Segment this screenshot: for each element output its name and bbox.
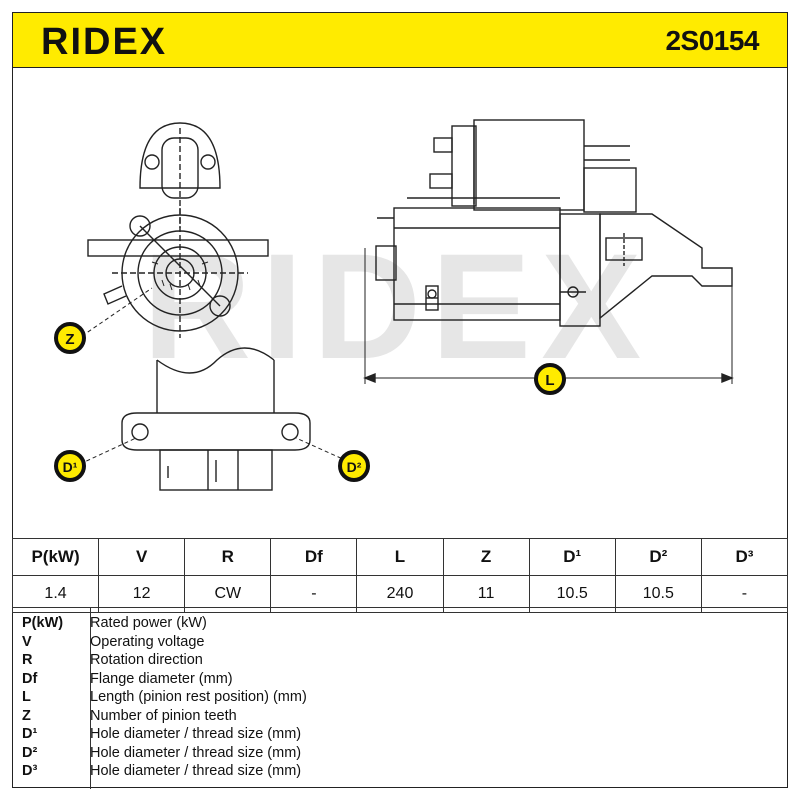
spec-value: 10.5 (614, 575, 702, 613)
legend-key: D² (22, 744, 38, 761)
svg-text:D¹: D¹ (63, 459, 78, 475)
legend-desc: Rated power (kW) (90, 615, 207, 631)
spec-header: P(kW) (11, 538, 100, 576)
spec-value: 10.5 (528, 575, 616, 613)
svg-text:D²: D² (347, 459, 362, 475)
spec-value: 12 (98, 575, 186, 613)
spec-header: D² (614, 538, 702, 576)
svg-text:Z: Z (65, 331, 74, 348)
front-view (87, 122, 269, 338)
legend-key: Z (22, 707, 31, 724)
legend-key: D³ (22, 763, 38, 779)
svg-text:L: L (545, 372, 554, 389)
technical-drawing: RIDEX (54, 119, 734, 491)
legend-desc: Number of pinion teeth (90, 707, 237, 724)
legend-key: Df (22, 670, 38, 687)
spec-value: - (270, 575, 358, 613)
label-d1: D¹ (54, 450, 86, 482)
spec-header: V (98, 538, 186, 576)
spec-header: D¹ (528, 538, 616, 576)
legend: P(kW) Rated power (kW) V Operating volta… (12, 607, 788, 789)
legend-key: R (22, 652, 33, 668)
legend-key: L (22, 689, 31, 705)
spec-table: P(kW) V R Df L Z D¹ D² D³ 1.4 12 CW - 24… (11, 538, 789, 613)
spec-header-row: P(kW) V R Df L Z D¹ D² D³ (11, 538, 789, 576)
legend-desc: Operating voltage (90, 633, 205, 650)
header-bar: RIDEX 2S0154 (12, 12, 788, 68)
spec-value-row: 1.4 12 CW - 240 11 10.5 10.5 - (11, 575, 789, 613)
legend-desc: Hole diameter / thread size (mm) (90, 726, 302, 742)
label-z: Z (54, 322, 86, 354)
spec-header: D³ (700, 538, 789, 576)
watermark: RIDEX (143, 222, 651, 390)
spec-header: Df (270, 538, 358, 576)
spec-value: - (700, 575, 789, 613)
brand-logo-text: RIDEX (41, 23, 167, 59)
legend-desc: Length (pinion rest position) (mm) (90, 689, 307, 705)
spec-value: 11 (442, 575, 530, 613)
legend-desc: Hole diameter / thread size (mm) (90, 763, 302, 779)
spec-value: 1.4 (11, 575, 100, 613)
part-number: 2S0154 (665, 25, 759, 56)
legend-divider (90, 608, 91, 789)
legend-key: D¹ (22, 726, 38, 742)
legend-desc: Flange diameter (mm) (90, 670, 233, 687)
ridex-logo: RIDEX (41, 23, 167, 59)
spec-header: R (184, 538, 272, 576)
label-d2: D² (338, 450, 370, 482)
spec-value: 240 (356, 575, 444, 613)
spec-header: Z (442, 538, 530, 576)
legend-key: V (22, 633, 32, 650)
legend-desc: Hole diameter / thread size (mm) (90, 744, 302, 761)
spec-value: CW (184, 575, 272, 613)
flange-detail-view (121, 347, 311, 491)
side-view (375, 119, 733, 327)
label-l: L (534, 363, 566, 395)
spec-header: L (356, 538, 444, 576)
legend-desc: Rotation direction (90, 652, 203, 668)
legend-key: P(kW) (22, 615, 64, 631)
